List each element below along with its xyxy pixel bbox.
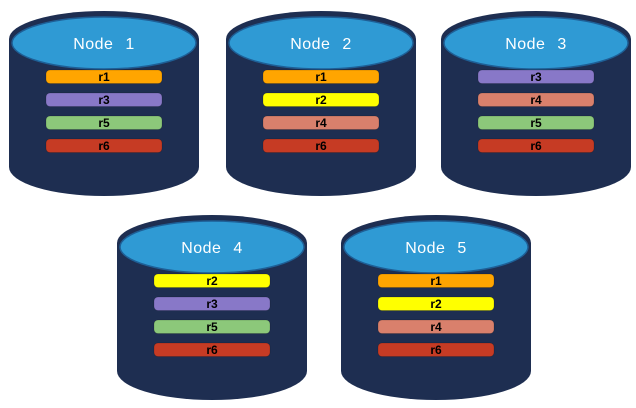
replica-label: r1	[430, 274, 442, 288]
replica-bar	[477, 138, 595, 153]
replica-label: r2	[315, 93, 327, 107]
node-title: Node 1	[73, 36, 135, 53]
replica-bar	[153, 319, 271, 334]
replica-bar	[377, 273, 495, 288]
replica-bar	[262, 69, 380, 84]
replica-bar	[45, 138, 163, 153]
replica-label: r3	[98, 93, 110, 107]
replica-bar	[477, 115, 595, 130]
replica-bar	[45, 92, 163, 107]
replica-label: r6	[315, 139, 327, 153]
cylinder-cap	[443, 16, 629, 70]
replica-bar	[377, 342, 495, 357]
replica-label: r6	[430, 343, 442, 357]
node-2: Node 2 r1 r2 r4 r6	[226, 11, 416, 196]
replica-bar	[262, 92, 380, 107]
replica-bar	[153, 296, 271, 311]
replica-label: r5	[98, 116, 110, 130]
replica-label: r6	[98, 139, 110, 153]
replica-label: r6	[206, 343, 218, 357]
cylinder-cap	[11, 16, 197, 70]
replica-bar	[377, 319, 495, 334]
replica-label: r2	[430, 297, 442, 311]
cylinder-cap	[228, 16, 414, 70]
replica-label: r5	[206, 320, 218, 334]
replica-bar	[262, 115, 380, 130]
replica-label: r5	[530, 116, 542, 130]
node-title: Node 3	[505, 36, 567, 53]
replica-label: r6	[530, 139, 542, 153]
node-3: Node 3 r3 r4 r5 r6	[441, 11, 631, 196]
node-title: Node 2	[290, 36, 352, 53]
replica-bar	[45, 69, 163, 84]
replica-label: r3	[530, 70, 542, 84]
replica-label: r4	[530, 93, 542, 107]
node-title: Node 4	[181, 240, 243, 257]
replica-bar	[153, 273, 271, 288]
replica-label: r1	[98, 70, 110, 84]
replica-bar	[377, 296, 495, 311]
replica-bar	[153, 342, 271, 357]
node-4: Node 4 r2 r3 r5 r6	[117, 215, 307, 400]
replica-label: r2	[206, 274, 218, 288]
cylinder-cap	[343, 220, 529, 274]
cylinder-cap	[119, 220, 305, 274]
replica-label: r3	[206, 297, 218, 311]
replica-bar	[262, 138, 380, 153]
replica-bar	[45, 115, 163, 130]
replica-label: r4	[430, 320, 442, 334]
replica-bar	[477, 69, 595, 84]
node-1: Node 1 r1 r3 r5 r6	[9, 11, 199, 196]
replica-bar	[477, 92, 595, 107]
replica-label: r4	[315, 116, 327, 130]
replica-label: r1	[315, 70, 327, 84]
node-title: Node 5	[405, 240, 467, 257]
node-5: Node 5 r1 r2 r4 r6	[341, 215, 531, 400]
